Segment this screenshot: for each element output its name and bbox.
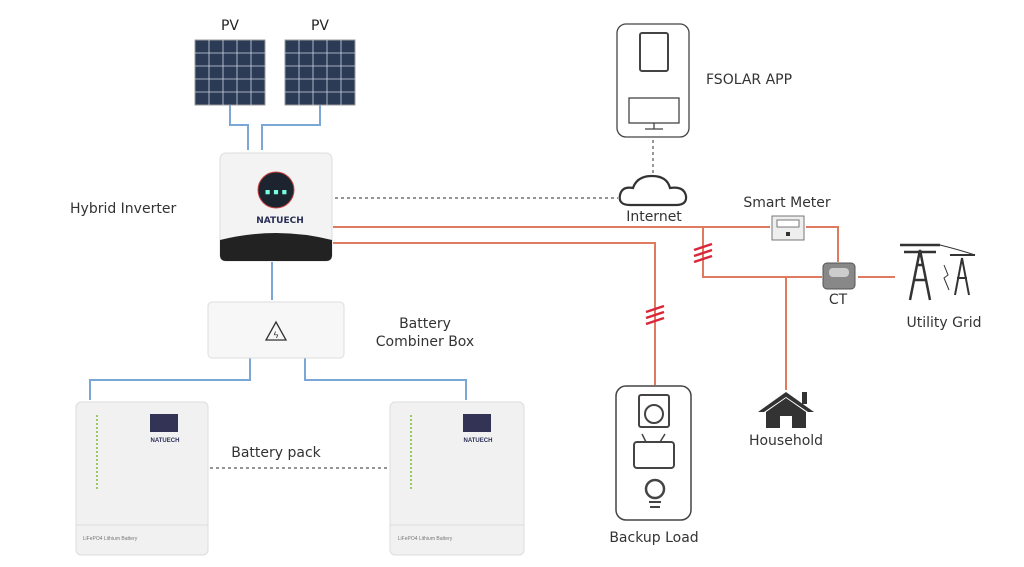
inverter-logo: NATUECH — [256, 216, 304, 226]
utility-grid-label: Utility Grid — [906, 315, 981, 331]
battery1-plate: LiFePO4 Lithium Battery — [83, 536, 138, 542]
smart-meter-icon — [771, 215, 805, 241]
hybrid-inverter: ■ ■ ■ NATUECH — [219, 152, 333, 262]
pv-panel-2 — [284, 39, 356, 106]
app-devices — [616, 23, 690, 138]
light-bulb-icon — [644, 478, 666, 508]
smart-meter-label: Smart Meter — [743, 195, 831, 211]
pv2-label: PV — [311, 18, 329, 34]
cloud-icon — [618, 174, 688, 207]
pv1-label: PV — [221, 18, 239, 34]
app-label: FSOLAR APP — [706, 72, 792, 88]
ct-label: CT — [829, 292, 848, 308]
battery-pack-1: NATUECH LiFePO4 Lithium Battery — [75, 401, 209, 556]
comm-lines — [210, 140, 654, 469]
ct-icon — [822, 262, 856, 290]
battery1-logo: NATUECH — [151, 438, 180, 444]
svg-text:ϟ: ϟ — [274, 330, 279, 340]
hash-marks — [645, 242, 713, 326]
house-icon — [758, 392, 814, 428]
tablet-icon — [639, 32, 669, 72]
grid-branch-line — [702, 227, 822, 278]
monitor-icon — [628, 97, 680, 124]
combiner-to-battery2-line — [304, 358, 467, 400]
pv1-to-inverter-line — [229, 105, 249, 150]
ac-wiring — [333, 226, 895, 390]
battery-combiner-box: ϟ — [207, 301, 345, 359]
pv2-to-inverter-line — [261, 105, 321, 150]
washing-machine-icon — [638, 394, 670, 428]
backup-load-label: Backup Load — [609, 530, 698, 546]
pv-panel-1 — [194, 39, 266, 106]
battery-pack-2: NATUECH LiFePO4 Lithium Battery — [389, 401, 525, 556]
power-tower-icon — [900, 243, 976, 301]
household-label: Household — [749, 433, 823, 449]
tv-icon — [633, 433, 675, 469]
hybrid-inverter-label: Hybrid Inverter — [70, 201, 176, 217]
combiner-label-1: Battery — [399, 316, 451, 332]
meter-to-ct-line — [806, 226, 839, 262]
inverter-backup-line — [333, 242, 656, 385]
battery-pack-label: Battery pack — [231, 445, 321, 461]
battery2-logo: NATUECH — [464, 438, 493, 444]
backup-load-box — [615, 385, 692, 521]
battery2-plate: LiFePO4 Lithium Battery — [398, 536, 453, 542]
combiner-label-2: Combiner Box — [376, 334, 474, 350]
combiner-to-battery1-line — [89, 358, 251, 400]
dc-wiring — [89, 105, 467, 400]
svg-text:■ ■ ■: ■ ■ ■ — [265, 188, 287, 196]
internet-label: Internet — [626, 209, 682, 225]
